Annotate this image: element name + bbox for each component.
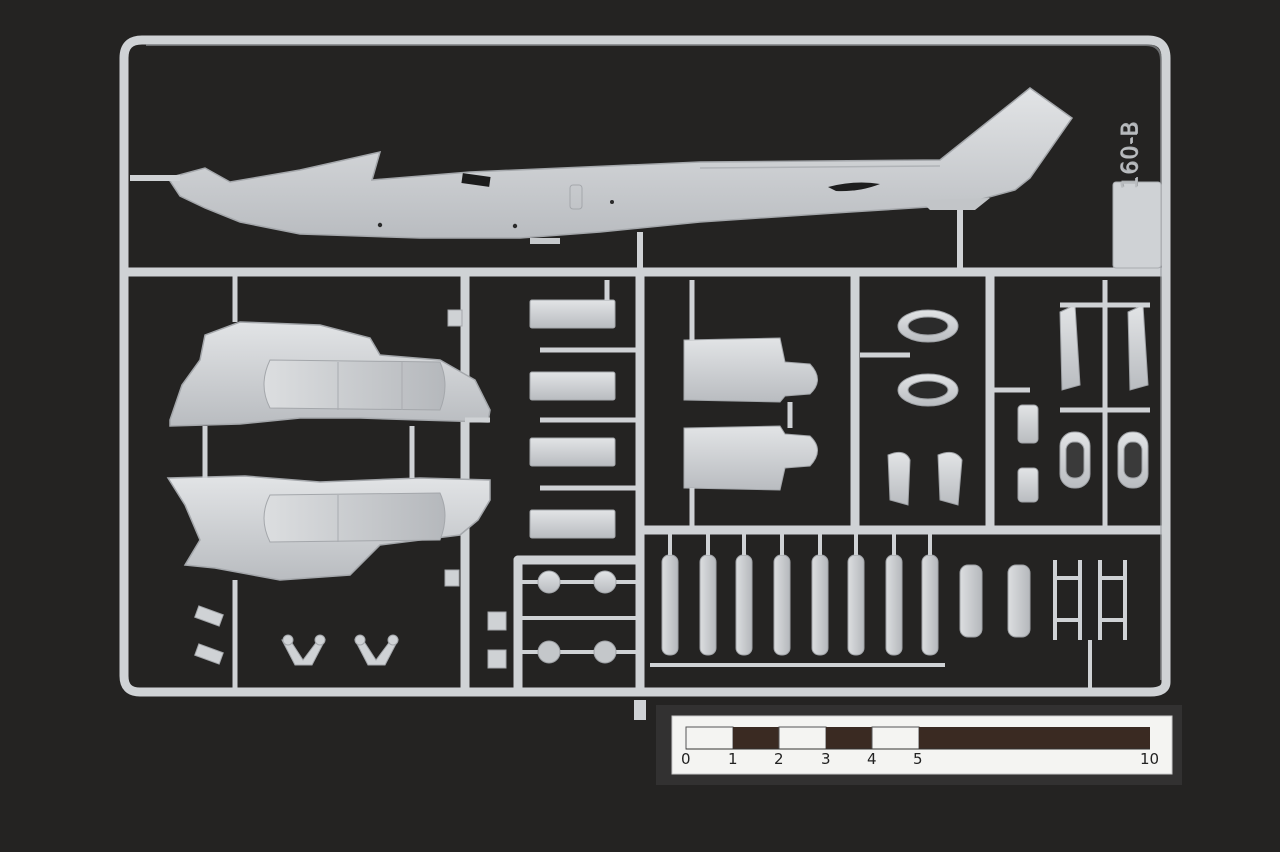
sprue-frame-shadow — [146, 44, 1162, 680]
small-fittings-right — [1017, 304, 1149, 503]
scale-label-10: 10 — [1140, 750, 1160, 768]
scale-label-3: 3 — [821, 750, 831, 768]
small-parts-left — [194, 309, 507, 669]
fuel-tank-parts — [529, 299, 616, 539]
sprue-peg — [634, 700, 646, 720]
right-sprue-runners — [860, 280, 1150, 530]
scale-label-5: 5 — [913, 750, 923, 768]
intake-covers — [887, 309, 963, 506]
scale-label-2: 2 — [774, 750, 784, 768]
missile-parts — [661, 554, 1031, 656]
scale-label-1: 1 — [728, 750, 738, 768]
scale-bar — [656, 705, 1182, 785]
sprue-frame — [119, 35, 1171, 697]
scale-label-4: 4 — [867, 750, 877, 768]
missile-sprue-runners — [650, 530, 1127, 692]
sprue-code-tab — [1112, 181, 1162, 269]
exhaust-parts — [683, 337, 818, 491]
sprue-gates-left — [202, 272, 490, 692]
exhaust-sprue — [689, 280, 793, 530]
scale-label-0: 0 — [681, 750, 691, 768]
fuselage-half — [130, 87, 1074, 272]
tank-sprue-runners — [540, 280, 640, 491]
nacelle-part-lower — [166, 475, 491, 581]
disc-parts — [520, 570, 640, 664]
nacelle-part-upper — [169, 321, 491, 427]
sprue-code-label: 160-B — [1118, 120, 1143, 190]
